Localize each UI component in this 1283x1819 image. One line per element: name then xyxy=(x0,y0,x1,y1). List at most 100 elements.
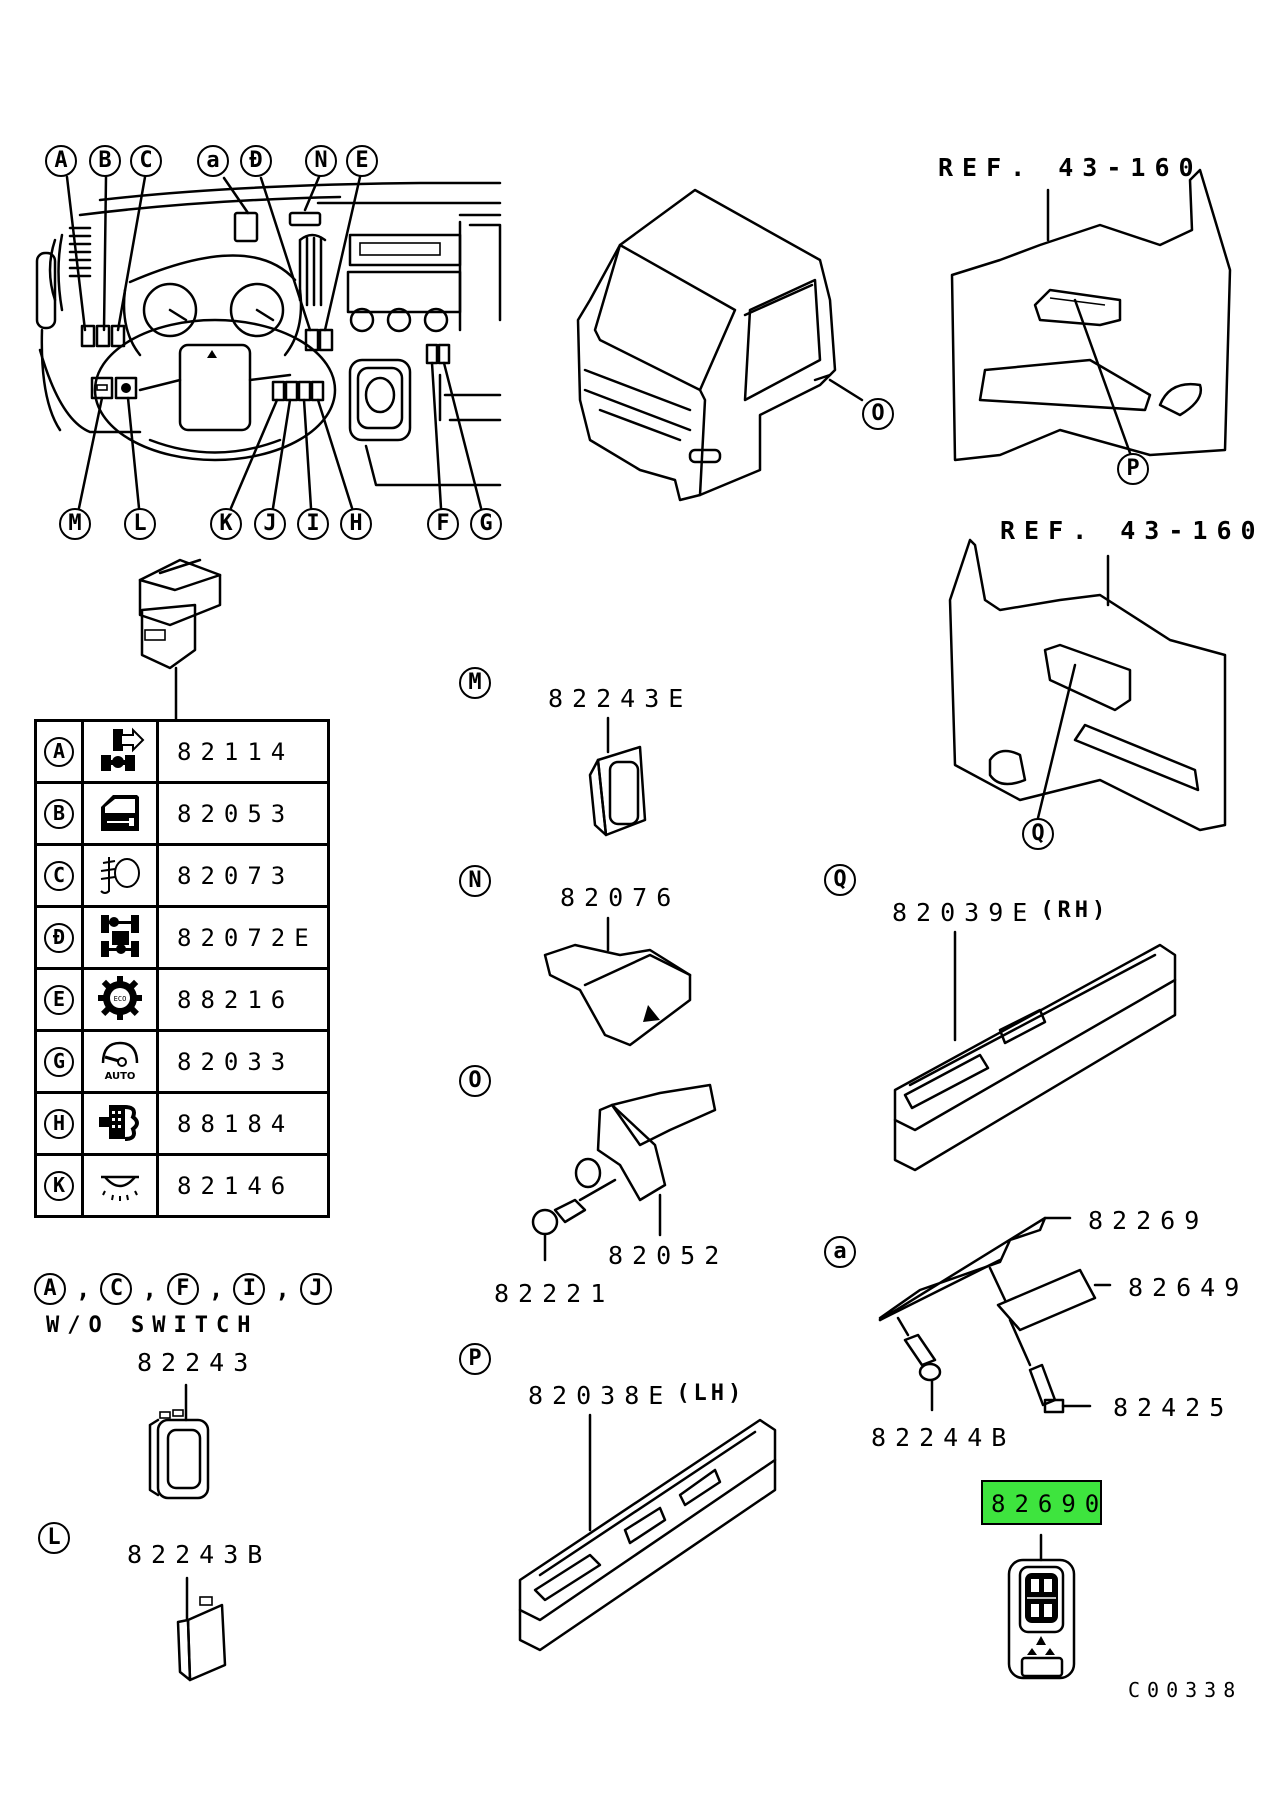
separator: , xyxy=(142,1275,157,1303)
reference-label: REF. 43-160 xyxy=(938,153,1203,182)
part-number-82243E: 82243E xyxy=(548,684,693,713)
part-number-82221: 82221 xyxy=(494,1279,615,1308)
row-icon-cell: ECO xyxy=(81,967,159,1032)
callout-K: K xyxy=(210,508,242,540)
part-number-82425: 82425 xyxy=(1113,1393,1234,1422)
separator: , xyxy=(275,1275,290,1303)
separator: , xyxy=(208,1275,224,1303)
side-indicator-rh: (RH) xyxy=(1040,898,1110,923)
callout-D-stroke: Đ xyxy=(240,145,272,177)
highlighted-part-box[interactable]: 82690 xyxy=(981,1480,1102,1525)
row-icon-cell xyxy=(81,719,159,784)
row-part-number: 82033 xyxy=(156,1029,330,1094)
row-letter-cell: C xyxy=(34,843,84,908)
side-indicator-lh: (LH) xyxy=(676,1381,746,1406)
switch-table-row: C 82073 xyxy=(34,843,330,908)
callout-letter: G xyxy=(44,1046,74,1077)
without-switch-note: W/O SWITCH xyxy=(46,1313,259,1338)
callout-N: N xyxy=(305,145,337,177)
callout-I: I xyxy=(297,508,329,540)
callout-C: C xyxy=(100,1273,133,1305)
row-letter-cell: A xyxy=(34,719,84,784)
fog-lamp-icon xyxy=(95,851,145,897)
switch-table-row: Đ 82072E xyxy=(34,905,330,970)
row-part-number: 82073 xyxy=(156,843,330,908)
row-icon-cell xyxy=(81,905,159,970)
callout-a: a xyxy=(824,1236,856,1268)
drawing-code: C00338 xyxy=(1128,1678,1243,1702)
switch-table-row: B 82053 xyxy=(34,781,330,846)
svg-text:AUTO: AUTO xyxy=(105,1071,136,1082)
callout-N: N xyxy=(459,865,491,897)
part-number-82038E: 82038E xyxy=(528,1381,673,1410)
row-icon-cell xyxy=(81,843,159,908)
eco-gear-icon: ECO xyxy=(95,975,145,1021)
part-label-82039E: 82039E (RH) xyxy=(892,898,1110,926)
part-number-82649: 82649 xyxy=(1128,1273,1249,1302)
part-number-82690[interactable]: 82690 xyxy=(991,1490,1109,1518)
separator: , xyxy=(76,1275,91,1303)
switch-table-row: H 88184 xyxy=(34,1091,330,1156)
callout-E: E xyxy=(346,145,378,177)
row-icon-cell xyxy=(81,1153,159,1218)
door-lock-icon xyxy=(95,789,145,835)
row-icon-cell xyxy=(81,781,159,846)
callout-B: B xyxy=(89,145,121,177)
callout-Q: Q xyxy=(1022,818,1054,850)
callout-P: P xyxy=(1117,453,1149,485)
callout-O: O xyxy=(862,398,894,430)
row-icon-cell xyxy=(81,1091,159,1156)
callout-P: P xyxy=(459,1343,491,1375)
callout-H: H xyxy=(340,508,372,540)
callout-F: F xyxy=(166,1273,199,1305)
diff-lock-icon xyxy=(95,913,145,959)
pto-icon xyxy=(95,727,145,773)
svg-text:ECO: ECO xyxy=(114,995,127,1003)
callout-letter: C xyxy=(44,860,74,891)
part-number-82243: 82243 xyxy=(137,1348,258,1377)
callout-A: A xyxy=(34,1273,66,1305)
row-letter-cell: H xyxy=(34,1091,84,1156)
part-label-82038E: 82038E (LH) xyxy=(528,1381,746,1410)
exhaust-brake-icon xyxy=(95,1099,145,1145)
callout-M: M xyxy=(459,667,491,699)
row-letter-cell: B xyxy=(34,781,84,846)
row-part-number: 82114 xyxy=(156,719,330,784)
auto-speed-icon: AUTO xyxy=(95,1037,145,1083)
part-number-82076: 82076 xyxy=(560,883,681,912)
callout-letter: Đ xyxy=(44,922,74,953)
callout-letter: A xyxy=(44,736,74,767)
callout-L: L xyxy=(38,1522,70,1554)
row-icon-cell: AUTO xyxy=(81,1029,159,1094)
row-part-number: 88216 xyxy=(156,967,330,1032)
row-part-number: 82053 xyxy=(156,781,330,846)
reference-label: REF. 43-160 xyxy=(1000,516,1265,545)
row-letter-cell: G xyxy=(34,1029,84,1094)
callout-J: J xyxy=(254,508,286,540)
row-part-number: 82072E xyxy=(156,905,330,970)
callout-letter: B xyxy=(44,798,74,829)
callout-G: G xyxy=(470,508,502,540)
callout-a: a xyxy=(197,145,229,177)
row-part-number: 88184 xyxy=(156,1091,330,1156)
part-number-82269: 82269 xyxy=(1088,1206,1209,1235)
callout-I: I xyxy=(233,1273,266,1305)
switch-table-row: G AUTO 82033 xyxy=(34,1029,330,1094)
without-switch-callouts: A,C,F,I,J xyxy=(34,1272,332,1306)
